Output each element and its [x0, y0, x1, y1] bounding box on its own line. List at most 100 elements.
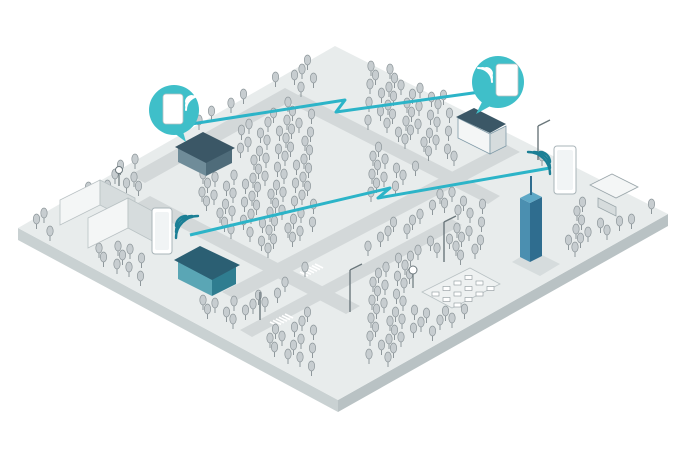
tree-icon — [299, 171, 307, 187]
crosswalk-stripe — [272, 319, 282, 326]
crosswalk-stripe — [311, 264, 321, 271]
tower-east — [512, 176, 560, 276]
tree-icon — [426, 235, 435, 251]
streetlight-icon — [443, 215, 457, 262]
house-sw-roof — [174, 246, 240, 280]
parked-car — [442, 297, 451, 302]
tree-icon — [393, 270, 402, 286]
tree-icon — [426, 109, 435, 125]
tree-icon — [309, 72, 318, 88]
tree-icon — [222, 180, 231, 196]
tree-icon — [401, 259, 409, 275]
road-cross — [136, 196, 360, 314]
wifi-signal-icon — [174, 214, 200, 240]
tree-icon — [364, 240, 372, 256]
tree-icon — [228, 205, 236, 221]
tree-icon — [408, 214, 417, 230]
tree-icon — [420, 136, 428, 152]
tree-icon — [264, 116, 272, 132]
tree-icon — [295, 117, 303, 133]
outdoor-access-point-icon — [495, 63, 519, 97]
parked-car — [453, 280, 462, 286]
tree-icon — [273, 161, 282, 177]
tree-icon — [32, 213, 41, 229]
parking-area — [421, 267, 501, 309]
tree-icon — [400, 277, 408, 293]
tree-icon — [300, 153, 308, 169]
house-southwest — [174, 246, 240, 296]
tree-icon — [564, 234, 573, 250]
tree-icon — [408, 88, 417, 104]
tree-icon — [241, 178, 250, 194]
tree-icon — [364, 114, 372, 130]
crosswalk-stripe — [281, 314, 291, 321]
tree-icon — [249, 172, 257, 188]
road-cross-north — [288, 94, 500, 204]
tree-icon — [409, 322, 418, 338]
tree-icon — [584, 226, 592, 242]
tree-icon — [445, 107, 454, 123]
tree-icon — [271, 323, 280, 339]
tree-icon — [416, 82, 424, 98]
tree-icon — [373, 159, 382, 175]
tree-icon — [264, 242, 272, 258]
tree-icon — [450, 150, 458, 166]
tree-icon — [425, 127, 434, 143]
tree-icon — [248, 190, 256, 206]
tree-icon — [134, 180, 143, 196]
tree-icon — [399, 295, 407, 311]
tree-icon — [372, 303, 381, 319]
tree-icon — [229, 187, 237, 203]
tree-icon — [125, 261, 133, 277]
tree-icon — [296, 225, 304, 241]
tree-icon — [571, 241, 579, 257]
tree-icon — [270, 341, 279, 357]
tree-icon — [457, 231, 466, 247]
tree-icon — [287, 123, 296, 139]
tree-icon — [245, 118, 253, 134]
tree-icon — [383, 117, 391, 133]
tree-icon — [572, 223, 580, 239]
tree-icon — [246, 226, 254, 242]
tree-icon — [596, 217, 605, 233]
tree-icon — [254, 163, 263, 179]
tree-icon — [273, 287, 282, 303]
tree-icon — [222, 306, 231, 322]
tree-icon — [297, 81, 305, 97]
tree-icon — [253, 181, 262, 197]
tree-icon — [292, 159, 301, 175]
tree-icon — [230, 169, 238, 185]
access-point-tower — [526, 145, 577, 195]
tree-icon — [257, 235, 266, 251]
tree-icon — [210, 189, 218, 205]
access-point-bubble-west — [149, 85, 201, 142]
tree-icon — [236, 142, 245, 158]
tree-icon — [377, 339, 386, 355]
tree-icon — [240, 196, 249, 212]
tree-icon — [406, 250, 415, 266]
tree-icon — [304, 162, 313, 178]
crosswalk-stripe — [284, 313, 294, 319]
streetlight-icon — [349, 263, 363, 312]
tree-icon — [453, 222, 461, 238]
tree-icon — [402, 115, 410, 131]
tree-icon — [444, 125, 453, 141]
tree-icon — [436, 188, 444, 204]
tree-icon — [289, 213, 298, 229]
tree-icon — [271, 71, 280, 87]
tree-icon — [307, 108, 316, 124]
tree-icon — [615, 215, 624, 231]
tree-icon — [256, 127, 265, 143]
tower-side — [530, 197, 542, 262]
parked-car — [442, 286, 451, 291]
tree-icon — [422, 307, 431, 323]
street-furniture — [115, 119, 551, 320]
tree-icon — [278, 330, 286, 346]
tree-icon — [386, 315, 394, 331]
tree-icon — [202, 195, 211, 211]
house-sw-front — [178, 262, 212, 296]
tree-icon — [131, 153, 139, 169]
tree-icon — [392, 288, 401, 304]
tree-icon — [459, 195, 468, 211]
tree-icon — [365, 348, 373, 364]
